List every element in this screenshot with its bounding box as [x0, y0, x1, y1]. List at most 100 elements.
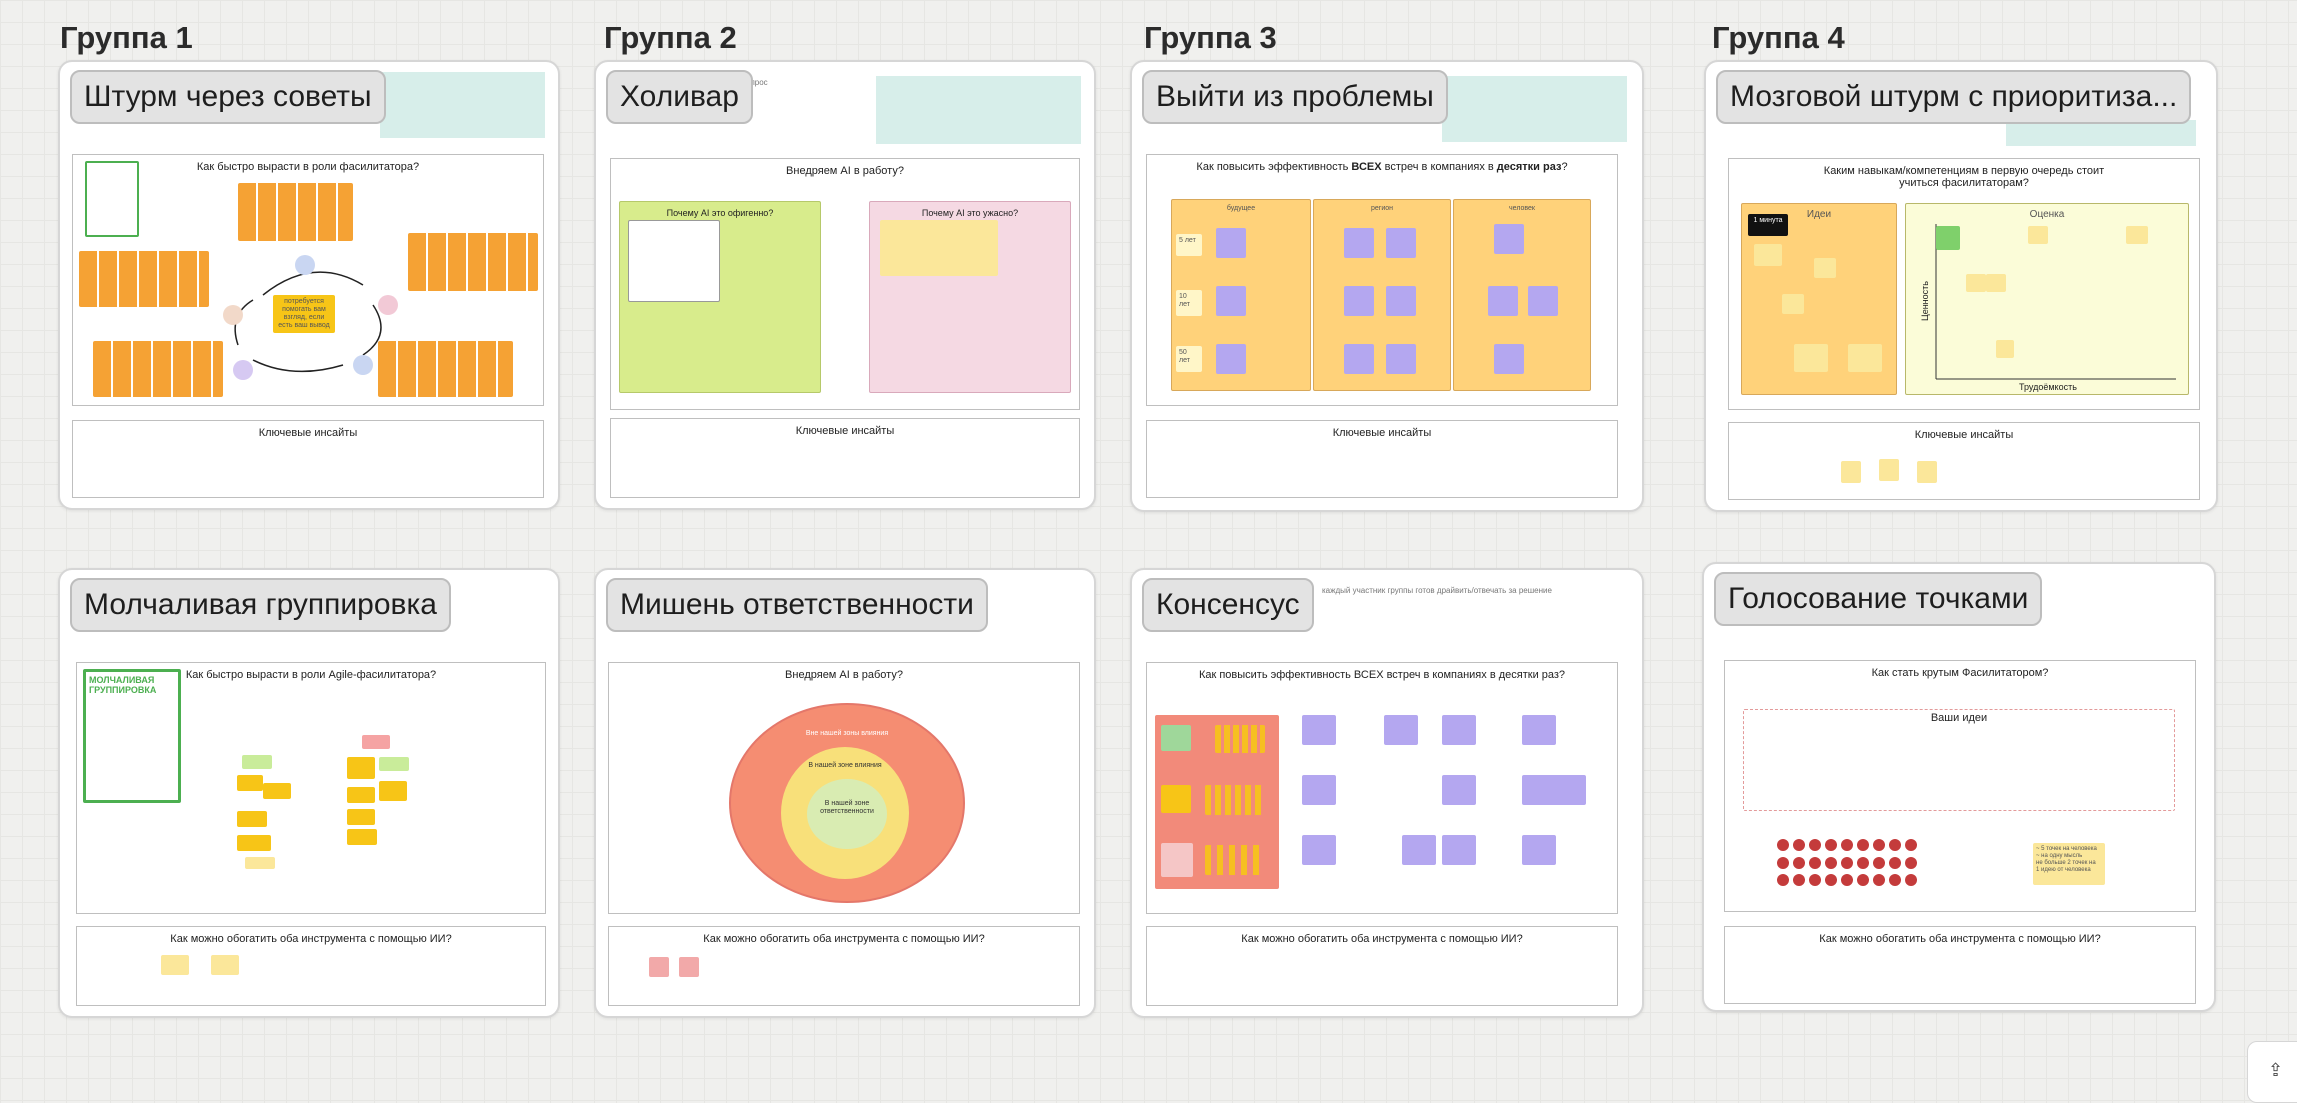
vote-dot-icon[interactable] — [1809, 839, 1821, 851]
frame-mishen-otvetstvennosti[interactable]: Мишень ответственности Внедряем AI в раб… — [594, 568, 1096, 1018]
vote-dot-icon[interactable] — [1777, 856, 1789, 869]
frame-label[interactable]: Выйти из проблемы — [1142, 70, 1448, 124]
vote-dot-icon[interactable] — [1793, 874, 1805, 887]
purple-note — [1302, 715, 1336, 745]
vote-dot-icon[interactable] — [1793, 856, 1805, 869]
vote-dot-icon[interactable] — [1825, 874, 1837, 887]
board-question: Как быстро вырасти в роли фасилитатора? — [196, 161, 420, 173]
group-title-4: Группа 4 — [1712, 20, 1845, 55]
purple-note — [1552, 775, 1586, 805]
vote-dot-icon[interactable] — [1825, 839, 1837, 851]
insights-title: Ключевые инсайты — [1914, 429, 2014, 441]
group-note — [242, 755, 272, 769]
vote-dot-icon[interactable] — [1873, 856, 1885, 869]
frame-label[interactable]: Мишень ответственности — [606, 578, 988, 632]
vote-dot-icon[interactable] — [1841, 856, 1853, 869]
avatar-icon — [233, 360, 253, 380]
center-note: потребуется помогать вам взгляд, если ес… — [273, 295, 335, 333]
frame-label[interactable]: Консенсус — [1142, 578, 1314, 632]
vote-dot-icon[interactable] — [1841, 839, 1853, 851]
vote-dot-icon[interactable] — [1905, 839, 1917, 851]
insights-title: Ключевые инсайты — [258, 427, 358, 439]
share-button[interactable]: ⇪ — [2247, 1041, 2297, 1103]
note-white — [628, 220, 720, 302]
frame-konsensus[interactable]: Консенсус каждый участник группы готов д… — [1130, 568, 1644, 1018]
column-bad-title: Почему AI это ужасно? — [921, 208, 1019, 218]
board-area: Внедряем AI в работу? Вне нашей зоны вли… — [608, 662, 1080, 914]
vote-dot-icon[interactable] — [1857, 874, 1869, 887]
eval-note — [1936, 226, 1960, 250]
vote-dot-icon[interactable] — [1905, 856, 1917, 869]
group-note — [379, 781, 407, 801]
vote-dot-icon[interactable] — [1905, 874, 1917, 887]
group-title-3: Группа 3 — [1144, 20, 1277, 55]
ai-note — [161, 955, 189, 975]
vote-rules-note: ~ 5 точек на человека ~ на одну мысль не… — [2033, 843, 2105, 885]
insights-area: Ключевые инсайты — [1728, 422, 2200, 500]
group-note — [362, 735, 390, 749]
frame-molchalivaya-gruppirovka[interactable]: Молчаливая группировка Как быстро выраст… — [58, 568, 560, 1018]
thumbs-cluster — [1205, 845, 1265, 875]
vote-dot-icon[interactable] — [1857, 839, 1869, 851]
ideas-box: Ваши идеи — [1743, 709, 2175, 811]
insights-area: Ключевые инсайты — [72, 420, 544, 498]
ideas-box-title: Ваши идеи — [1930, 712, 1988, 724]
vote-dot-icon[interactable] — [1825, 856, 1837, 869]
ring-middle-label: В нашей зоне влияния — [808, 762, 882, 769]
board-question: Внедряем AI в работу? — [786, 165, 904, 177]
top-text: опрос — [746, 78, 768, 87]
insight-note — [1917, 461, 1937, 483]
vote-dot-icon[interactable] — [1809, 874, 1821, 887]
purple-note — [1442, 715, 1476, 745]
consensus-column — [1155, 715, 1279, 889]
purple-note — [1386, 344, 1416, 374]
vote-dot-icon[interactable] — [1873, 874, 1885, 887]
vote-dot-icon[interactable] — [1857, 856, 1869, 869]
thumbs-cluster — [1215, 725, 1265, 753]
group-note — [237, 835, 271, 851]
insight-note — [1841, 461, 1861, 483]
purple-note — [1522, 835, 1556, 865]
row-label-10: 10 лет — [1176, 290, 1202, 316]
frame-label[interactable]: Голосование точками — [1714, 572, 2043, 626]
frame-label[interactable]: Холивар — [606, 70, 753, 124]
board-question: Как быстро вырасти в роли Agile-фасилита… — [185, 669, 437, 681]
frame-vyiti-iz-problemy[interactable]: Выйти из проблемы Как повысить эффективн… — [1130, 60, 1644, 512]
vote-dot-icon[interactable] — [1841, 874, 1853, 887]
frame-label[interactable]: Мозговой штурм с приоритиза... — [1716, 70, 2192, 124]
frame-label[interactable]: Молчаливая группировка — [70, 578, 451, 632]
pink-note — [1161, 843, 1193, 877]
purple-note — [1386, 228, 1416, 258]
q-bold2: десятки раз — [1496, 161, 1562, 173]
vote-dot-icon[interactable] — [1889, 856, 1901, 869]
frame-label[interactable]: Штурм через советы — [70, 70, 386, 124]
board-area: Как быстро вырасти в роли фасилитатора? … — [72, 154, 544, 406]
frame-mozgovoy-shturm[interactable]: Мозговой штурм с приоритиза... Каким нав… — [1704, 60, 2218, 512]
vote-dot-icon[interactable] — [1873, 839, 1885, 851]
purple-note — [1442, 835, 1476, 865]
column-good-title: Почему AI это офигенно? — [666, 208, 774, 218]
insights-title: Ключевые инсайты — [795, 425, 895, 437]
avatar-icon — [378, 295, 398, 315]
vote-dot-icon[interactable] — [1889, 839, 1901, 851]
vote-dot-icon[interactable] — [1777, 874, 1789, 887]
vote-dot-icon[interactable] — [1777, 839, 1789, 851]
ai-title: Как можно обогатить оба инструмента с по… — [1819, 933, 2101, 945]
frame-shturm-cherez-sovety[interactable]: Штурм через советы Как быстро вырасти в … — [58, 60, 560, 510]
x-axis-label: Трудоёмкость — [2019, 382, 2077, 392]
vote-dot-icon[interactable] — [1793, 839, 1805, 851]
group-note — [347, 757, 375, 779]
column-bad: Почему AI это ужасно? — [869, 201, 1071, 393]
ideas-title: Идеи — [1806, 209, 1832, 220]
vote-dot-icon[interactable] — [1809, 856, 1821, 869]
purple-note — [1302, 775, 1336, 805]
board-area: Как стать крутым Фасилитатором? Ваши иде… — [1724, 660, 2196, 912]
idea-note — [1754, 244, 1782, 266]
frame-golosovanie-tochkami[interactable]: Голосование точками Как стать крутым Фас… — [1702, 562, 2216, 1012]
column-future: будущее 5 лет 10 лет 50 лет — [1171, 199, 1311, 391]
share-icon: ⇪ — [2268, 1060, 2284, 1080]
frame-kholivar[interactable]: Холивар опрос Внедряем AI в работу? Поче… — [594, 60, 1096, 510]
cluster-right — [408, 233, 538, 291]
column-future-title: будущее — [1226, 205, 1256, 212]
vote-dot-icon[interactable] — [1889, 874, 1901, 887]
